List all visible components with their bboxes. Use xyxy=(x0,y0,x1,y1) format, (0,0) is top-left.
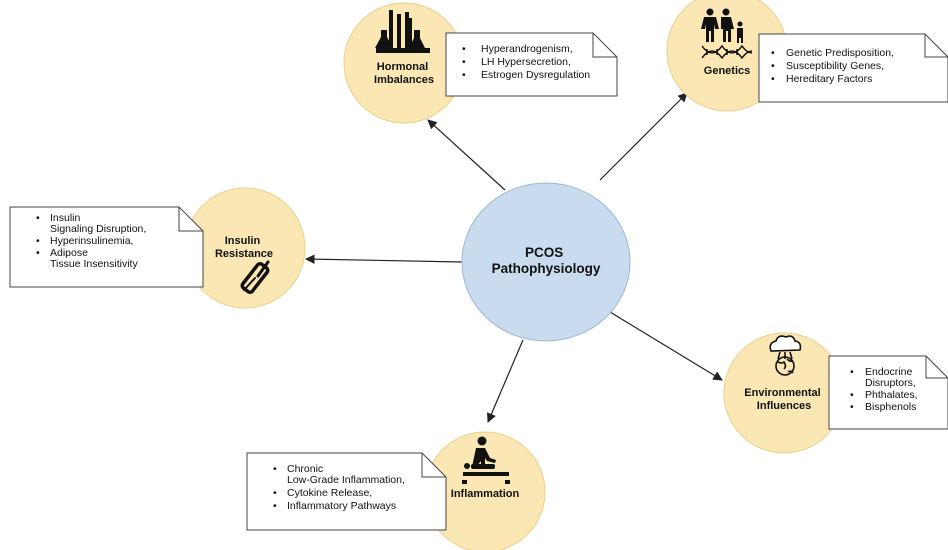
center-ellipse xyxy=(461,182,631,342)
note-bullet: • xyxy=(273,487,277,499)
note-box: • Genetic Predisposition, • Susceptibility… xyxy=(758,33,948,103)
note-line: Endocrine xyxy=(865,366,912,378)
node-label-line-1: Insulin xyxy=(225,235,261,247)
note-box: • Insulin Signaling Disruption, • Hyperins… xyxy=(9,206,204,288)
note-line: Hereditary Factors xyxy=(786,73,872,85)
note-line: Hyperinsulinemia, xyxy=(50,235,133,247)
note-line: Hyperandrogenism, xyxy=(481,43,573,55)
node-label-line-1: Inflammation xyxy=(451,488,520,500)
node-label-line-1: Genetics xyxy=(704,65,750,77)
insulin-pen-icon xyxy=(240,260,270,295)
patient-care-icon xyxy=(462,436,510,484)
center-node[interactable]: PCOS Pathophysiology xyxy=(461,182,631,342)
note-bullet: • xyxy=(771,73,775,85)
arrow-to-environmental xyxy=(609,311,723,381)
note-bullet: • xyxy=(850,401,854,413)
note-bullet: • xyxy=(771,60,775,72)
note-line: Tissue Insensitivity xyxy=(50,258,138,270)
note-bullet: • xyxy=(462,56,466,68)
note-line: Susceptibility Genes, xyxy=(786,60,884,72)
note-bullet: • xyxy=(850,389,854,401)
node-environmental[interactable]: Environmental Influences • Endocrine Disr… xyxy=(723,332,948,454)
svg-text:•Chronic Low-Grade Inf: • Chronic Low-Grade Inflammation, • Cytoki… xyxy=(273,463,408,512)
connectors xyxy=(305,92,723,423)
node-insulin[interactable]: Insulin Resistance • Insulin Signaling Di… xyxy=(9,187,306,309)
note-box: • Hyperandrogenism, • LH Hypersecretion, •… xyxy=(445,32,618,97)
node-label-line-2: Imbalances xyxy=(374,74,434,86)
node-genetics[interactable]: Genetics • Genetic Predisposition, • Susce… xyxy=(666,0,948,112)
lab-flasks-icon xyxy=(375,10,430,53)
note-bullet: • xyxy=(771,47,775,59)
node-label-line-2: Resistance xyxy=(215,248,273,260)
arrow-to-inflammation xyxy=(486,339,524,423)
svg-text:•Endocrine Disruptors,: • Endocrine Disruptors, • Phthalates, • Bis… xyxy=(850,366,920,413)
svg-text:•Insulin Signaling Dis: • Insulin Signaling Disruption, • Hyperins… xyxy=(36,212,149,270)
svg-text:•Genetic Predisposition,: • Genetic Predisposition, • Susceptibility… xyxy=(771,47,897,85)
node-label: Environmental Influences xyxy=(744,387,823,412)
note-bullet: • xyxy=(36,247,40,259)
note-bullet: • xyxy=(462,43,466,55)
note-line: Low-Grade Inflammation, xyxy=(287,474,405,486)
note-bullet: • xyxy=(850,366,854,378)
note-box: • Chronic Low-Grade Inflammation, • Cytoki… xyxy=(246,452,447,531)
note-line: Genetic Predisposition, xyxy=(786,47,894,59)
node-label: Inflammation xyxy=(451,488,520,500)
note-line: Cytokine Release, xyxy=(287,487,372,499)
node-label-line-1: Hormonal xyxy=(377,61,428,73)
center-label-line-2: Pathophysiology xyxy=(492,261,601,276)
note-line: Phthalates, xyxy=(865,389,918,401)
note-line: Bisphenols xyxy=(865,401,916,413)
note-line: Disruptors, xyxy=(865,377,916,389)
note-line: Insulin xyxy=(50,212,81,224)
note-line: Signaling Disruption, xyxy=(50,223,146,235)
note-bullet: • xyxy=(36,235,40,247)
note-line: Estrogen Dysregulation xyxy=(481,69,590,81)
node-inflammation[interactable]: Inflammation • Chronic Low-Grade Inflamma… xyxy=(246,431,546,550)
arrow-to-insulin xyxy=(305,254,463,264)
note-box: • Endocrine Disruptors, • Phthalates, • Bis… xyxy=(828,355,948,430)
note-line: Adipose xyxy=(50,247,88,259)
note-line: Chronic xyxy=(287,463,323,475)
note-bullet: • xyxy=(36,212,40,224)
note-bullet: • xyxy=(273,463,277,475)
dna-strand-icon xyxy=(701,44,753,60)
center-label-line-1: PCOS xyxy=(525,245,563,260)
node-label: Hormonal Imbalances xyxy=(374,61,434,86)
note-bullet: • xyxy=(462,69,466,81)
arrow-to-genetics xyxy=(599,92,688,181)
node-label-line-1: Environmental xyxy=(744,387,820,399)
arrow-to-hormonal xyxy=(427,119,506,191)
note-line: Inflammatory Pathways xyxy=(287,500,396,512)
node-label: Insulin Resistance xyxy=(215,235,273,260)
node-hormonal[interactable]: Hormonal Imbalances • Hyperandrogenism, •… xyxy=(343,2,618,124)
polluted-earth-icon xyxy=(769,335,802,376)
svg-text:•Hyperandrogenism, •LH: • Hyperandrogenism, • LH Hypersecretion, •… xyxy=(462,43,590,81)
note-bullet: • xyxy=(273,500,277,512)
center-label: PCOS Pathophysiology xyxy=(492,245,601,276)
node-label-line-2: Influences xyxy=(757,400,811,412)
note-line: LH Hypersecretion, xyxy=(481,56,571,68)
family-dna-icon xyxy=(701,8,743,43)
node-label: Genetics xyxy=(704,65,750,77)
